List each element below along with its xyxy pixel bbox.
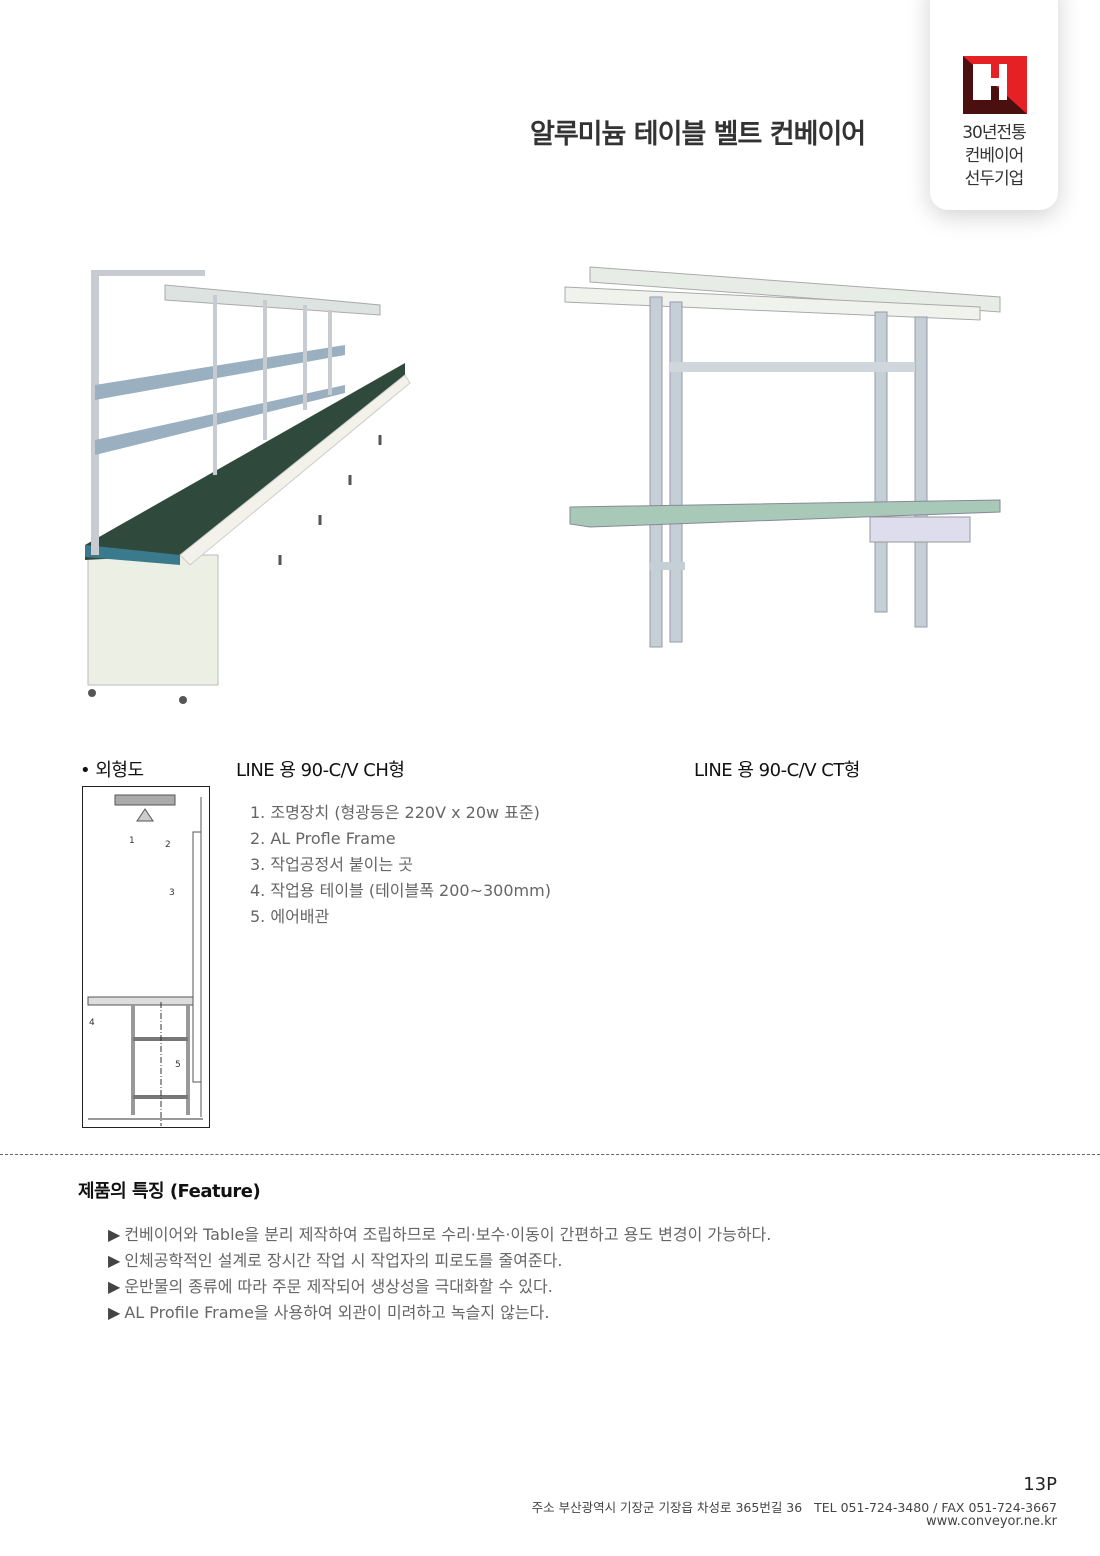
feature-text: AL Profile Frame을 사용하여 외관이 미려하고 녹슬지 않는다. xyxy=(124,1303,550,1322)
section-divider xyxy=(0,1154,1100,1155)
feature-text: 인체공학적인 설계로 장시간 작업 시 작업자의 피로도를 줄여준다. xyxy=(124,1251,563,1270)
callout-4: 4 xyxy=(89,1018,95,1028)
list-item: 4. 작업용 테이블 (테이블폭 200~300mm) xyxy=(250,881,551,900)
list-item: 3. 작업공정서 붙이는 곳 xyxy=(250,855,414,874)
company-logo xyxy=(963,56,1027,114)
list-item: 2. AL Profle Frame xyxy=(250,829,396,848)
page-number: 13P xyxy=(1023,1474,1057,1495)
callout-5: 5 xyxy=(175,1060,181,1070)
outline-heading-text: 외형도 xyxy=(95,760,144,781)
footer-website[interactable]: www.conveyor.ne.kr xyxy=(925,1514,1057,1529)
slogan-line: 선두기업 xyxy=(964,169,1025,189)
features-title: 제품의 특징 (Feature) xyxy=(78,1181,261,1202)
outline-diagram: 1 2 3 4 5 xyxy=(82,786,210,1128)
features-list: ▶컨베이어와 Table을 분리 제작하여 조립하므로 수리·보수·이동이 간편… xyxy=(108,1222,771,1326)
triangle-bullet-icon: ▶ xyxy=(108,1251,121,1270)
outline-drawing: 1 2 3 4 5 xyxy=(87,794,203,1126)
list-item: 1. 조명장치 (형광등은 220V x 20w 표준) xyxy=(250,803,540,822)
product-label-ct: LINE 용 90-C/V CT형 xyxy=(694,760,860,781)
list-item: 5. 에어배관 xyxy=(250,907,330,926)
feature-item: ▶컨베이어와 Table을 분리 제작하여 조립하므로 수리·보수·이동이 간편… xyxy=(108,1222,771,1248)
callout-2: 2 xyxy=(165,840,171,850)
product-label-ch: LINE 용 90-C/V CH형 xyxy=(236,760,405,781)
feature-text: 컨베이어와 Table을 분리 제작하여 조립하므로 수리·보수·이동이 간편하… xyxy=(124,1225,772,1244)
callout-1: 1 xyxy=(129,836,135,846)
page-title: 알루미늄 테이블 벨트 컨베이어 xyxy=(530,119,866,150)
callout-3: 3 xyxy=(169,888,175,898)
footer-address: 주소 부산광역시 기장군 기장읍 차성로 365번길 36 TEL 051-72… xyxy=(531,1500,1057,1515)
slogan-line: 30년전통 xyxy=(962,123,1027,143)
outline-parts-list: 1. 조명장치 (형광등은 220V x 20w 표준) 2. AL Profl… xyxy=(250,800,551,930)
triangle-bullet-icon: ▶ xyxy=(108,1277,121,1296)
feature-item: ▶AL Profile Frame을 사용하여 외관이 미려하고 녹슬지 않는다… xyxy=(108,1300,771,1326)
feature-item: ▶운반물의 종류에 따라 주문 제작되어 생상성을 극대화할 수 있다. xyxy=(108,1274,771,1300)
feature-text: 운반물의 종류에 따라 주문 제작되어 생상성을 극대화할 수 있다. xyxy=(124,1277,553,1296)
product-photo-ch xyxy=(85,270,411,704)
outline-heading: • 외형도 xyxy=(80,756,144,782)
bullet: • xyxy=(80,760,91,781)
triangle-bullet-icon: ▶ xyxy=(108,1225,121,1244)
triangle-bullet-icon: ▶ xyxy=(108,1303,121,1322)
brand-tab: 30년전통 컨베이어 선두기업 xyxy=(930,0,1058,210)
product-photo-ct xyxy=(564,266,1001,648)
feature-item: ▶인체공학적인 설계로 장시간 작업 시 작업자의 피로도를 줄여준다. xyxy=(108,1248,771,1274)
slogan-line: 컨베이어 xyxy=(964,146,1025,166)
